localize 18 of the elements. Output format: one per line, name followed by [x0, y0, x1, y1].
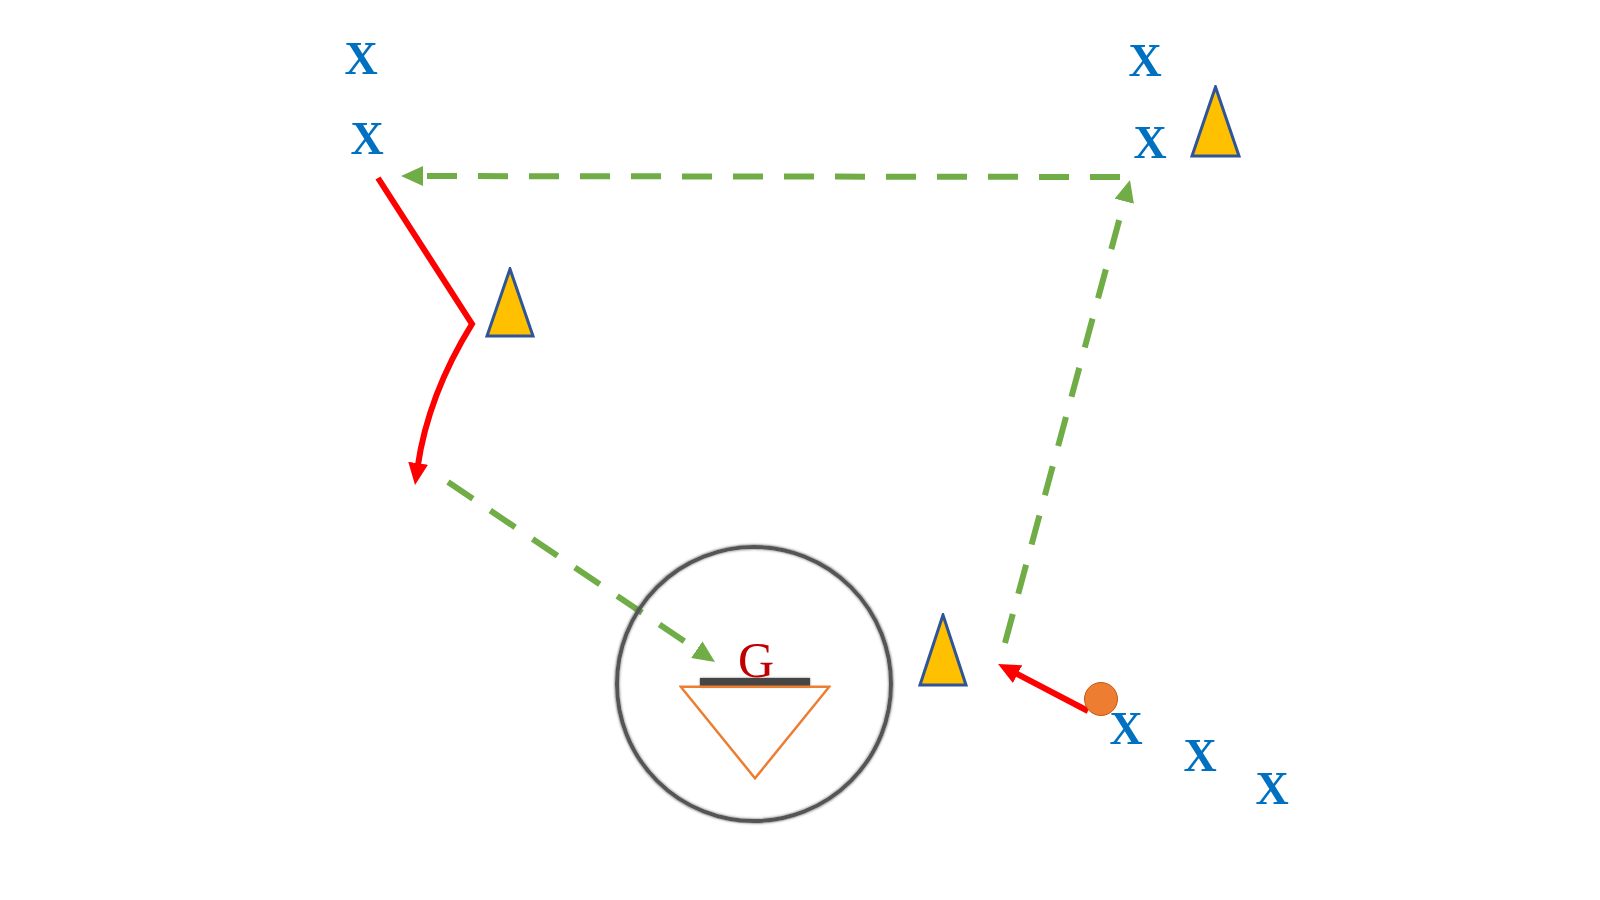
player-label: X: [1109, 706, 1143, 752]
dashed-arrow: [1002, 180, 1134, 644]
dashed-arrow: [446, 479, 716, 662]
player-label: X: [1128, 38, 1162, 84]
cone-icon: [485, 267, 535, 338]
player-label: X: [1183, 733, 1217, 779]
arrow: [998, 663, 1090, 714]
dashed-arrow: [401, 166, 1120, 186]
player-label: X: [350, 116, 384, 162]
player-label: X: [344, 36, 378, 82]
triangle-marker: [679, 685, 831, 780]
cone-icon: [918, 613, 968, 687]
goal-label: G: [737, 635, 775, 685]
cone-icon: [1190, 85, 1241, 158]
player-label: X: [1133, 120, 1167, 166]
player-label: X: [1255, 766, 1289, 812]
goal-circle: [615, 545, 893, 823]
curved-arrow: [375, 176, 475, 485]
